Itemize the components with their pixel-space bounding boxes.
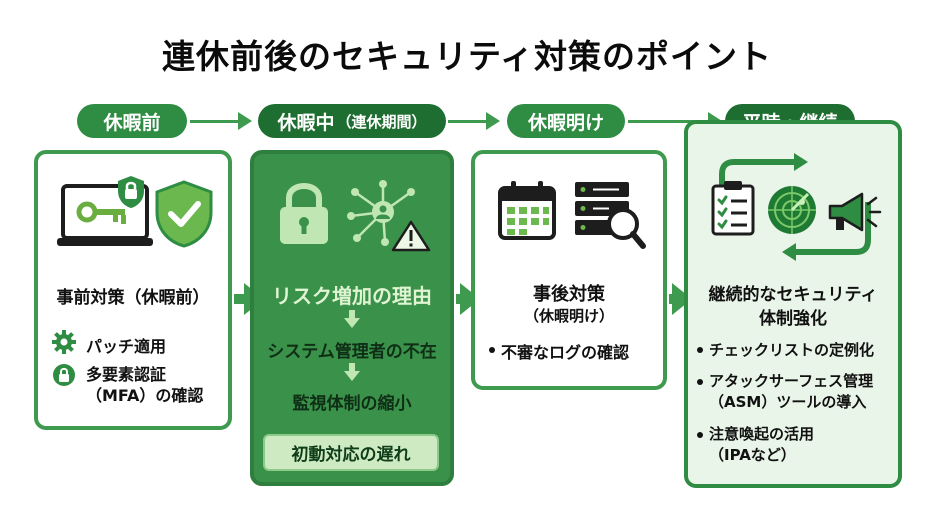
- card-before-heading: 事前対策（休暇前）: [56, 288, 210, 308]
- flow-line-3: [628, 120, 710, 123]
- big-arrow-stem-1: [234, 294, 246, 304]
- flow-arrow-2: [486, 112, 500, 130]
- card-after-heading: 事後対策: [533, 284, 605, 305]
- flow-line-1: [190, 120, 240, 123]
- list-item: 多要素認証（MFA）の確認: [86, 365, 204, 405]
- phase-pill-during: 休暇中（連休期間）: [258, 104, 446, 138]
- phase-label: 休暇前: [103, 111, 161, 134]
- calendar-icon: [498, 181, 556, 240]
- server-search-icon: [575, 182, 646, 249]
- list-item: チェックリストの定例化: [709, 341, 875, 359]
- radar-icon: [768, 186, 816, 234]
- cycle-arrows-icon: [719, 153, 871, 261]
- page-title: 連休前後のセキュリティ対策のポイント: [161, 37, 773, 76]
- big-arrow-stem-2: [456, 294, 462, 304]
- card-during-heading: リスク増加の理由: [272, 284, 432, 308]
- list-item: 不審なログの確認: [501, 343, 630, 362]
- bullet-dot: [697, 432, 703, 438]
- down-arrow-stem-2: [349, 363, 355, 371]
- down-arrow-stem-1: [349, 310, 355, 318]
- bullet-dot: [697, 347, 703, 353]
- network-alert-icon: [347, 180, 431, 252]
- bullet-dot: [697, 379, 703, 385]
- down-arrow-2: [344, 371, 360, 381]
- phase-pill-before: 休暇前: [77, 104, 187, 138]
- small-lock-shield-icon: [118, 176, 144, 208]
- risk-step: システム管理者の不在: [267, 342, 437, 362]
- phase-pill-after: 休暇明け: [507, 104, 625, 138]
- risk-step: 監視体制の縮小: [292, 394, 412, 414]
- shield-check-icon: [155, 180, 213, 248]
- padlock-icon: [280, 183, 328, 244]
- phase-label: 休暇明け: [527, 111, 604, 134]
- checklist-icon: [711, 181, 755, 236]
- flow-arrow-1: [238, 112, 252, 130]
- bullet-dot: [489, 347, 495, 353]
- list-item: アタックサーフェス管理（ASM）ツールの導入: [709, 372, 874, 411]
- megaphone-icon: [828, 192, 882, 232]
- card-ongoing-heading-1: 継続的なセキュリティ: [708, 285, 878, 305]
- flow-line-2: [448, 120, 488, 123]
- list-item: 注意喚起の活用（IPAなど）: [709, 425, 815, 464]
- lock-icon: [53, 364, 75, 386]
- card-after-subheading: （休暇明け）: [523, 307, 614, 325]
- risk-result-box: 初動対応の遅れ: [263, 434, 439, 471]
- phase-label: 休暇中: [277, 111, 335, 134]
- down-arrow-1: [344, 318, 360, 328]
- phase-sublabel: （連休期間）: [336, 112, 427, 131]
- list-item: パッチ適用: [86, 337, 167, 356]
- card-ongoing-heading-2: 体制強化: [759, 309, 827, 329]
- gear-icon: [52, 330, 76, 354]
